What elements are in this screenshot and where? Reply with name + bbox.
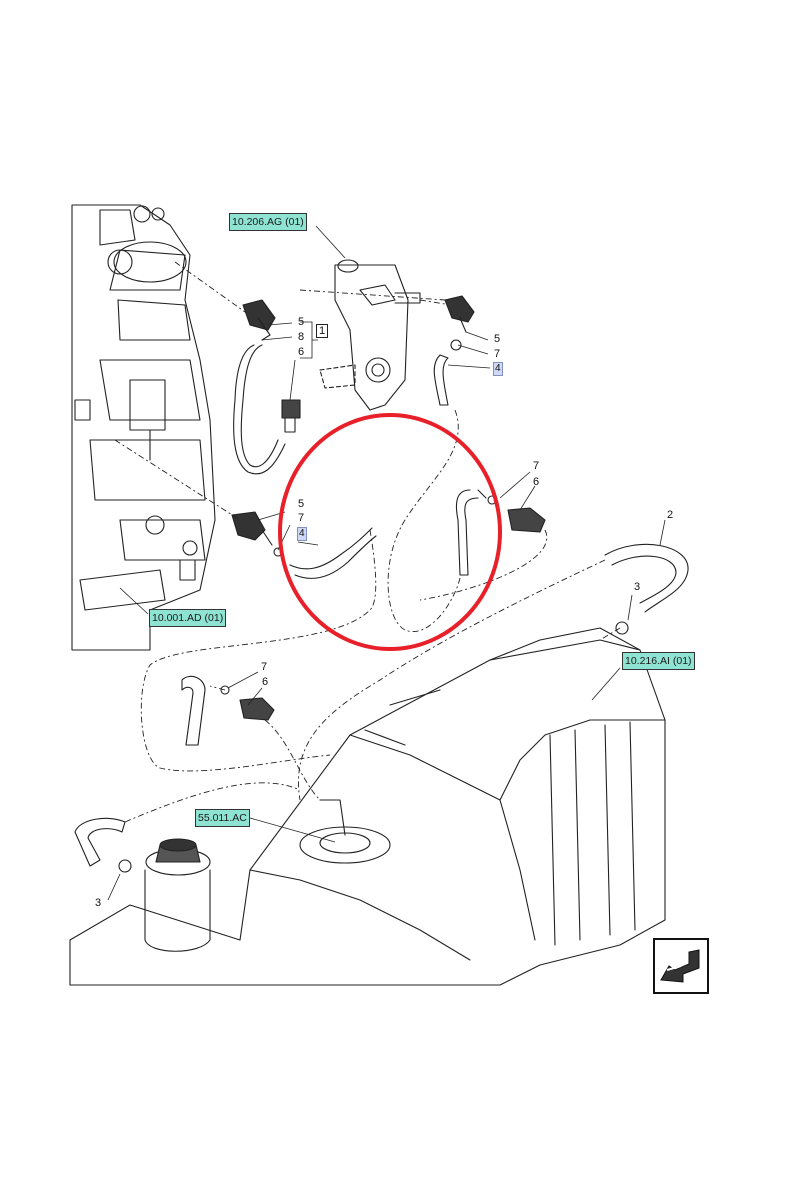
callout-5-mid-left: 5	[298, 498, 305, 510]
hose-mid-left	[289, 527, 377, 579]
filler-neck	[144, 838, 211, 952]
hose-top-right	[433, 354, 449, 406]
hose-mid-right	[455, 489, 487, 576]
callout-6-mid-right: 6	[533, 476, 540, 488]
quick-coupler-mid-right	[487, 495, 546, 533]
hose-lower-left	[181, 675, 275, 746]
callout-7-mid-right: 7	[533, 460, 540, 472]
hose-right	[604, 543, 689, 635]
reference-tag-tank-label: 10.216.AI (01)	[625, 655, 692, 667]
fuel-tank	[69, 627, 666, 986]
callout-4-mid-left: 4	[297, 527, 307, 541]
callout-3-clamp-right: 3	[634, 581, 641, 593]
callout-7-top-right: 7	[494, 348, 501, 360]
callout-6-top-left: 6	[298, 346, 305, 358]
callout-2-hose: 2	[667, 509, 674, 521]
fitting-elbow-mid-left	[231, 511, 283, 557]
reference-tag-engine-label: 10.001.AD (01)	[152, 612, 224, 624]
engine-block	[71, 204, 216, 651]
callout-4-top-right: 4	[493, 362, 503, 376]
callout-3-clamp-bottom: 3	[95, 897, 102, 909]
reference-tag-sender[interactable]: 55.011.AC	[195, 809, 250, 827]
reference-tag-filter-label: 10.206.AG (01)	[232, 216, 304, 228]
reference-tag-sender-label: 55.011.AC	[198, 812, 247, 824]
fitting-elbow-top-left	[242, 299, 276, 341]
reference-tag-tank[interactable]: 10.216.AI (01)	[622, 652, 695, 670]
navigation-arrow-icon	[660, 949, 700, 983]
quick-coupler-top-left	[281, 399, 301, 433]
callout-5-top-left: 5	[298, 316, 305, 328]
callout-6-lower-left: 6	[262, 676, 269, 688]
hose-bottom-left	[74, 817, 132, 873]
group-bracket-label: 1	[316, 324, 329, 338]
callout-5-top-right: 5	[494, 333, 501, 345]
hose-top-left	[233, 344, 286, 475]
highlight-circle	[278, 413, 502, 651]
callout-7-lower-left: 7	[261, 661, 268, 673]
navigation-arrow-box[interactable]	[653, 938, 709, 994]
callout-7-mid-left: 7	[298, 512, 305, 524]
reference-tag-engine[interactable]: 10.001.AD (01)	[149, 609, 227, 627]
fitting-elbow-top-right	[444, 295, 475, 351]
fuel-filter-bracket	[319, 259, 421, 411]
reference-tag-filter[interactable]: 10.206.AG (01)	[229, 213, 307, 231]
callout-8-top-left: 8	[298, 331, 305, 343]
